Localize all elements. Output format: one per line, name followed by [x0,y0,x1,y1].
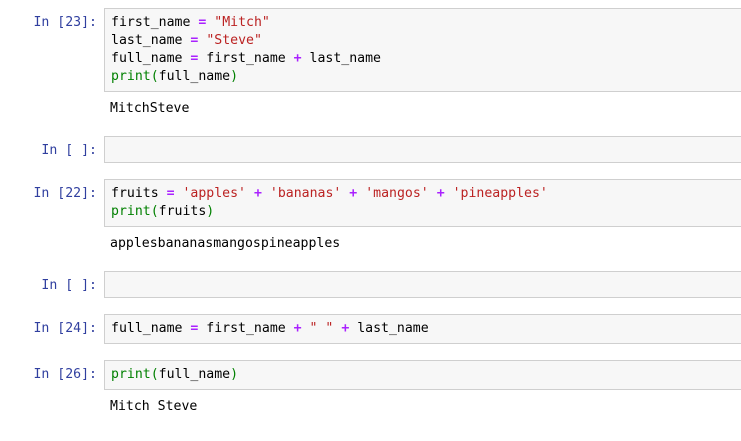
code-source[interactable]: fruits = 'apples' + 'bananas' + 'mangos'… [111,186,548,219]
code-cell[interactable]: In [23]: first_name = "Mitch" last_name … [0,8,741,92]
output-stream-text: MitchSteve [110,101,190,116]
cell-output-gap [0,390,741,398]
code-cell[interactable]: In [24]: full_name = first_name + " " + … [0,314,741,344]
between-cells-gap [0,344,741,360]
cell-output-gap [0,227,741,235]
between-cells-gap [0,253,741,271]
code-input-area[interactable] [104,271,741,298]
code-input-area[interactable]: first_name = "Mitch" last_name = "Steve"… [104,8,741,92]
between-cells-gap [0,163,741,179]
code-source[interactable]: first_name = "Mitch" last_name = "Steve"… [111,15,381,84]
input-prompt-label: In [ ]: [41,278,97,293]
input-prompt-label: In [26]: [33,367,97,382]
code-source[interactable]: full_name = first_name + " " + last_name [111,321,429,336]
code-input-area[interactable] [104,136,741,163]
output-stream-text: Mitch Steve [110,399,198,414]
between-cells-gap [0,118,741,136]
output-stream-text: applesbananasmangospineapples [110,236,341,251]
code-input-area[interactable]: full_name = first_name + " " + last_name [104,314,741,344]
code-cell-empty[interactable]: In [ ]: [0,271,741,298]
input-prompt-label: In [22]: [33,186,97,201]
input-prompt-label: In [24]: [33,321,97,336]
top-spacer [0,0,741,8]
code-cell[interactable]: In [26]: print(full_name) [0,360,741,390]
code-cell[interactable]: In [22]: fruits = 'apples' + 'bananas' +… [0,179,741,227]
code-input-area[interactable]: print(full_name) [104,360,741,390]
input-prompt-label: In [23]: [33,15,97,30]
code-input-area[interactable]: fruits = 'apples' + 'bananas' + 'mangos'… [104,179,741,227]
input-prompt-label: In [ ]: [41,143,97,158]
code-cell-empty[interactable]: In [ ]: [0,136,741,163]
cell-output: MitchSteve [0,100,741,118]
code-source[interactable]: print(full_name) [111,367,239,382]
cell-output: Mitch Steve [0,398,741,416]
cell-output-gap [0,92,741,100]
between-cells-gap [0,298,741,314]
cell-output: applesbananasmangospineapples [0,235,741,253]
